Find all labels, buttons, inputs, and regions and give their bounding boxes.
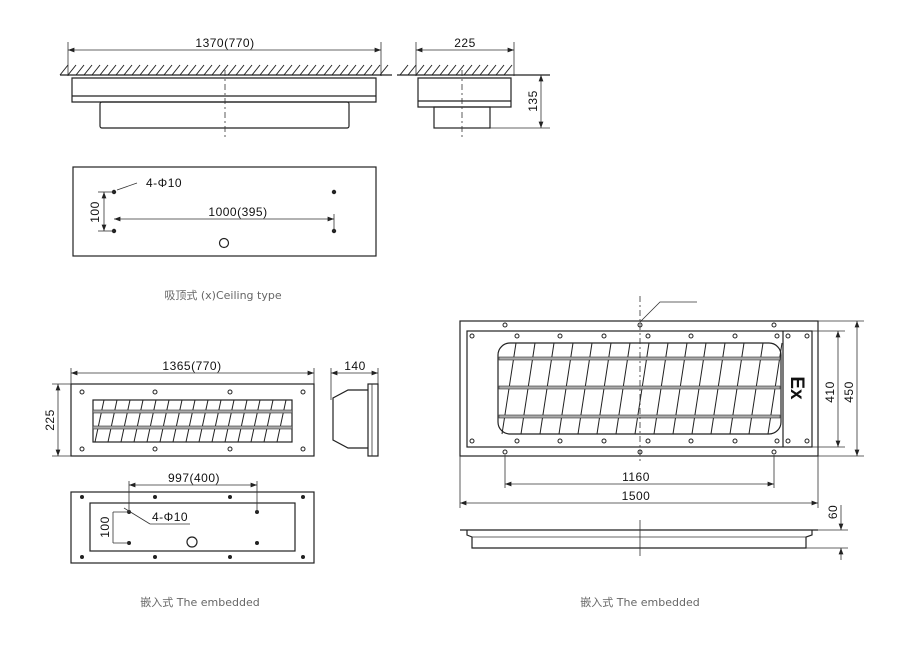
width-dimension: 1365(770) [162, 359, 221, 373]
depth-dimension: 225 [454, 36, 476, 50]
width-dimension: 1500 [622, 489, 651, 503]
depth-dimension: 140 [344, 359, 366, 373]
depth-dimension: 60 [826, 505, 840, 519]
ceiling-side-view: 225 135 [397, 36, 550, 137]
holes-label: 4-Φ10 [146, 176, 182, 190]
caption-ceiling: 吸顶式 (x)Ceiling type [164, 289, 281, 302]
embedded-large-side: 60 [460, 505, 848, 560]
ex-mark: Ex [786, 376, 807, 400]
hole-span-dimension: 1160 [622, 470, 650, 484]
hole-hspacing: 1000(395) [208, 205, 267, 219]
width-dimension: 1370(770) [195, 36, 254, 50]
inner-height-dimension: 410 [823, 381, 837, 403]
caption-embedded-large: 嵌入式 The embedded [580, 596, 699, 609]
hole-vspacing: 100 [98, 516, 112, 538]
embedded-small-plan: 997(400) 100 4-Φ10 [70, 471, 315, 564]
embedded-small-front: 1365(770) 225 [43, 359, 315, 457]
ceiling-side-hatch [399, 64, 513, 76]
height-dimension: 225 [43, 409, 57, 431]
holes-label: 4-Φ10 [152, 510, 188, 524]
outer-height-dimension: 450 [842, 381, 856, 403]
hole-hspacing: 997(400) [168, 471, 220, 485]
caption-embedded-small: 嵌入式 The embedded [140, 596, 259, 609]
ceiling-front-view: 1370(770) [59, 36, 392, 140]
embedded-small-side: 140 [330, 359, 379, 457]
ceiling-plan-view: 4-Φ10 100 1000(395) [72, 166, 377, 257]
hole-vspacing: 100 [88, 201, 102, 223]
cable-entry [218, 237, 230, 249]
height-dimension: 135 [526, 90, 540, 112]
embedded-large-front: Ex 410 450 1160 1500 [459, 296, 864, 508]
ceiling-hatch [59, 64, 389, 76]
